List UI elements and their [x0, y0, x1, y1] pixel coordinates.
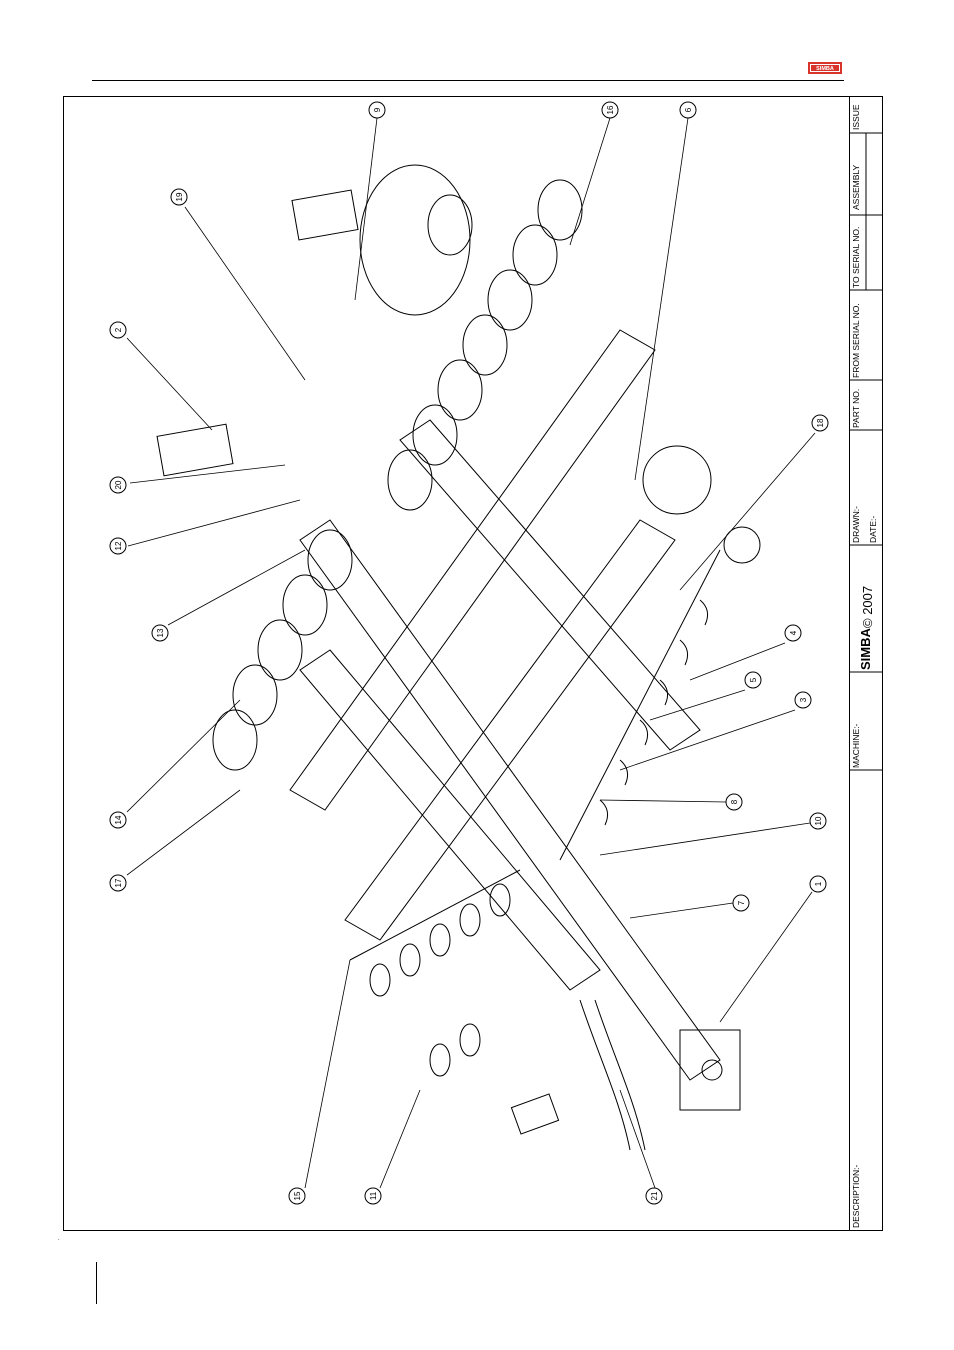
- description-label: DESCRIPTION:-: [851, 1165, 861, 1228]
- callout-11: 11: [365, 1188, 381, 1204]
- callout-17: 17: [110, 875, 126, 891]
- callout-12: 12: [110, 538, 126, 554]
- callout-7: 7: [733, 895, 749, 911]
- svg-text:13: 13: [156, 628, 165, 637]
- svg-text:17: 17: [114, 878, 123, 887]
- callout-9: 9: [369, 102, 385, 118]
- callout-15: 15: [289, 1188, 305, 1204]
- svg-text:15: 15: [293, 1191, 302, 1200]
- disc-gang-upper: [388, 180, 582, 510]
- svg-text:5: 5: [749, 677, 758, 682]
- from-serial-label: FROM SERIAL NO.: [851, 303, 861, 378]
- manual-book: [511, 1094, 558, 1134]
- svg-text:1: 1: [814, 881, 823, 886]
- svg-text:2: 2: [114, 327, 123, 332]
- callout-10: 10: [810, 813, 826, 829]
- callout-1: 1: [810, 876, 826, 892]
- svg-text:14: 14: [114, 815, 123, 824]
- frame-beam-middle: [345, 520, 675, 940]
- marker-disc: [643, 446, 711, 514]
- hydraulic-hose-2: [595, 1000, 645, 1150]
- svg-text:12: 12: [114, 541, 123, 550]
- frame-beam-upper: [290, 330, 655, 810]
- svg-text:3: 3: [799, 697, 808, 702]
- drawn-label: DRAWN:-: [851, 506, 861, 543]
- light-board-left: [157, 424, 233, 476]
- svg-text:10: 10: [814, 816, 823, 825]
- callout-19: 19: [171, 189, 187, 205]
- svg-text:11: 11: [369, 1191, 378, 1200]
- issue-label: ISSUE: [851, 104, 861, 130]
- callout-18: 18: [812, 415, 828, 431]
- light-board-right: [292, 190, 358, 240]
- callout-13: 13: [152, 625, 168, 641]
- svg-text:19: 19: [175, 192, 184, 201]
- machine-line-art: [157, 165, 760, 1150]
- svg-text:9: 9: [373, 107, 382, 112]
- hitch-plate: [680, 1030, 740, 1110]
- callout-3: 3: [795, 692, 811, 708]
- callout-8: 8: [726, 794, 742, 810]
- copyright-label: © 2007: [860, 586, 875, 628]
- disc-gang-lower: [213, 530, 352, 770]
- callout-21: 21: [646, 1188, 662, 1204]
- svg-text:20: 20: [114, 480, 123, 489]
- part-no-label: PART NO.: [851, 389, 861, 428]
- callout-5: 5: [745, 672, 761, 688]
- svg-text:18: 18: [816, 418, 825, 427]
- drawbar: [300, 520, 720, 1080]
- callout-6: 6: [680, 102, 696, 118]
- svg-text:7: 7: [737, 900, 746, 905]
- machine-label: MACHINE:-: [851, 723, 861, 768]
- callout-4: 4: [785, 625, 801, 641]
- callout-16: 16: [602, 102, 618, 118]
- wheel-hub: [428, 195, 472, 255]
- svg-text:4: 4: [789, 630, 798, 635]
- brand-label: SIMBA: [858, 628, 873, 671]
- to-serial-label: TO SERIAL NO.: [851, 227, 861, 288]
- assembly-label: ASSEMBLY: [851, 164, 861, 210]
- svg-text:21: 21: [650, 1191, 659, 1200]
- svg-text:6: 6: [684, 107, 693, 112]
- date-label: DATE:-: [868, 516, 878, 543]
- transport-wheel: [360, 165, 470, 315]
- leader-lines: [127, 118, 815, 1188]
- svg-text:16: 16: [606, 105, 615, 114]
- callout-2: 2: [110, 322, 126, 338]
- callout-14: 14: [110, 812, 126, 828]
- frame-beam-cross-b: [400, 420, 700, 750]
- svg-text:8: 8: [730, 799, 739, 804]
- callout-20: 20: [110, 477, 126, 493]
